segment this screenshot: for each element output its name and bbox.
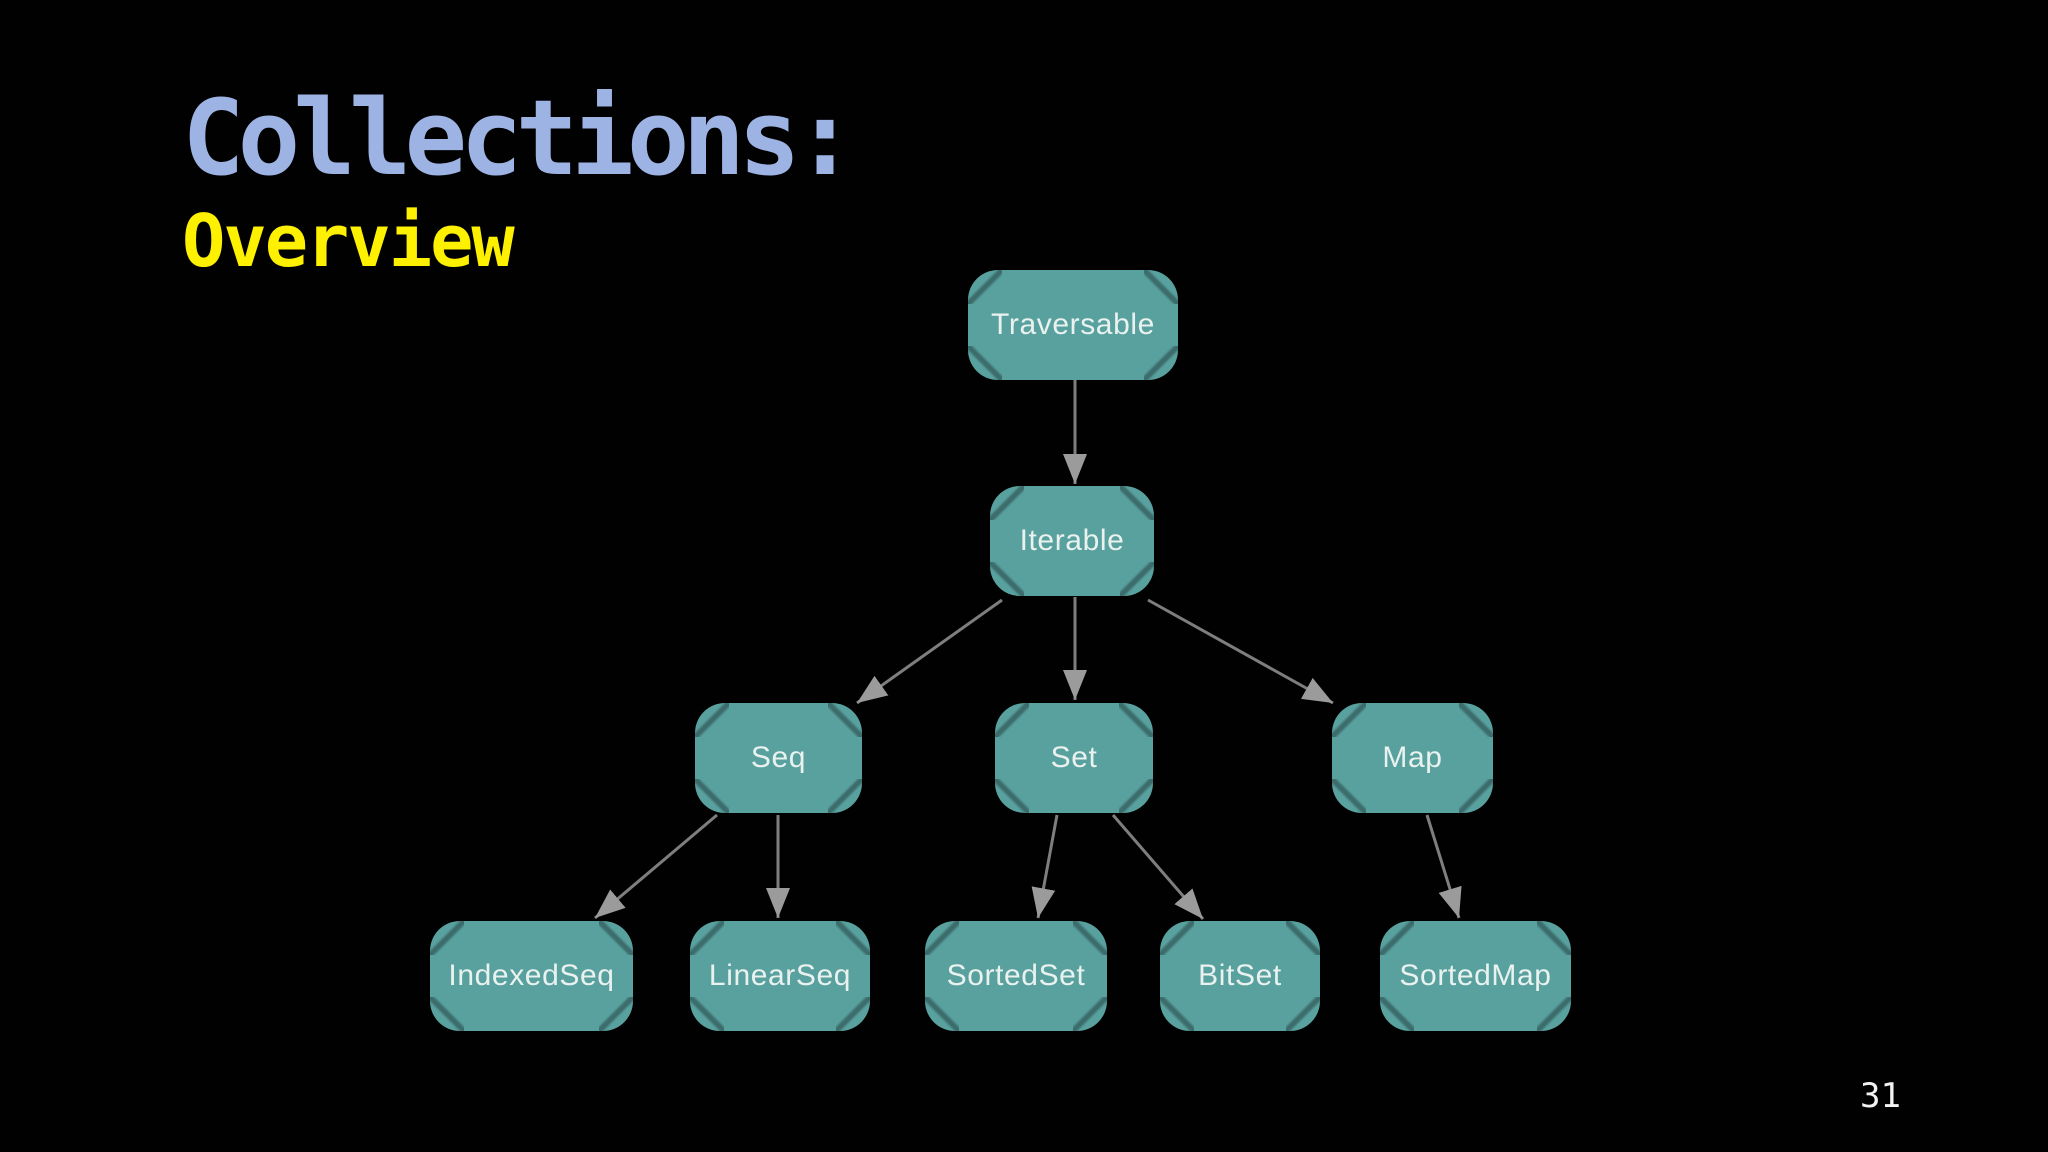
- edge-iterable-seq: [856, 598, 1003, 705]
- edge-set-sortedset: [1031, 814, 1059, 919]
- edge-seq-indexedseq: [594, 813, 718, 920]
- slide-subtitle: Overview: [182, 199, 515, 283]
- node-traversable: Traversable: [968, 270, 1178, 380]
- edge-map-sortedmap: [1425, 814, 1462, 919]
- node-seq: Seq: [695, 703, 862, 813]
- node-linearseq: LinearSeq: [690, 921, 870, 1031]
- edge-set-bitset: [1111, 814, 1205, 920]
- node-iterable: Iterable: [990, 486, 1154, 596]
- node-map: Map: [1332, 703, 1493, 813]
- node-indexedseq: IndexedSeq: [430, 921, 633, 1031]
- node-sortedmap: SortedMap: [1380, 921, 1571, 1031]
- edge-iterable-map: [1147, 598, 1334, 705]
- page-number: 31: [1860, 1076, 1901, 1116]
- slide-title: Collections:: [182, 77, 856, 199]
- node-bitset: BitSet: [1160, 921, 1320, 1031]
- node-sortedset: SortedSet: [925, 921, 1107, 1031]
- node-set: Set: [995, 703, 1153, 813]
